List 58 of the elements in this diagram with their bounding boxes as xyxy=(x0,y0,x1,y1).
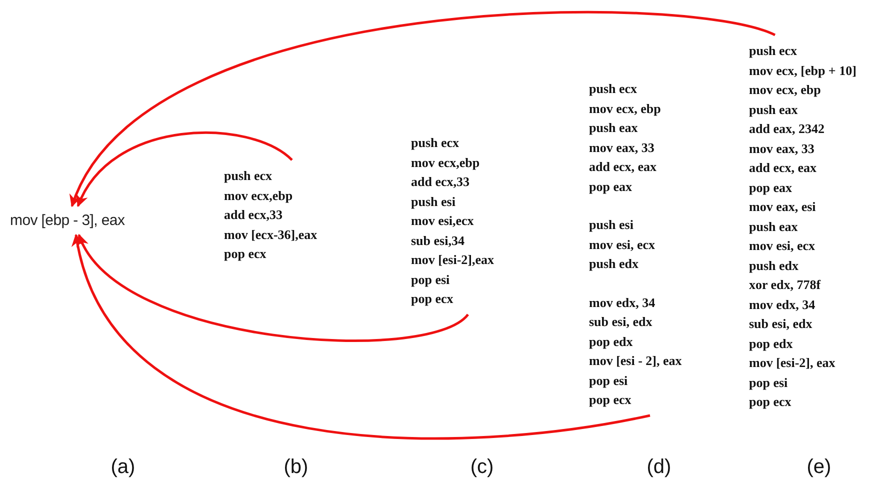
code-line: add ecx,33 xyxy=(224,206,284,224)
code-line: add ecx, eax xyxy=(749,159,818,177)
code-line: push eax xyxy=(749,218,799,236)
code-line: push ecx xyxy=(589,80,638,98)
code-line: sub esi, edx xyxy=(749,315,814,333)
code-line: add ecx,33 xyxy=(411,173,470,191)
code-line: pop edx xyxy=(749,334,794,353)
code-line: sub esi, edx xyxy=(589,313,654,331)
instruction-text: mov [ebp - 3], eax xyxy=(10,212,125,229)
code-line: mov [esi - 2], eax xyxy=(589,352,682,370)
code-line: pop esi xyxy=(411,270,451,289)
code-line: pop ecx xyxy=(589,391,632,409)
code-line: mov [esi-2], eax xyxy=(749,354,836,372)
curved-arrow xyxy=(73,234,650,440)
code-line: mov [ecx-36],eax xyxy=(224,226,318,244)
panel-label: (b) xyxy=(284,456,308,479)
code-line: mov eax, 33 xyxy=(589,138,656,156)
code-line: mov eax, 33 xyxy=(749,140,816,158)
curved-arrow xyxy=(70,11,776,208)
code-line: mov edx, 34 xyxy=(749,296,816,314)
code-line: pop eax xyxy=(589,178,633,196)
code-line: pop ecx xyxy=(224,245,268,263)
code-line: push edx xyxy=(589,255,640,273)
code-line: push eax xyxy=(749,100,799,119)
code-line: mov esi, ecx xyxy=(749,237,816,255)
code-line: push ecx xyxy=(224,167,274,185)
code-line: mov ecx, ebp xyxy=(749,81,822,99)
panel-label: (e) xyxy=(806,456,832,479)
code-line: mov eax, esi xyxy=(749,198,817,216)
code-line: push eax xyxy=(589,119,639,137)
code-line: xor edx, 778f xyxy=(749,276,822,294)
code-line: mov ecx, [ebp + 10] xyxy=(749,62,856,80)
code-line: mov ecx, ebp xyxy=(589,100,662,118)
code-line: sub esi,34 xyxy=(411,232,466,250)
code-line: mov esi, ecx xyxy=(589,236,656,254)
code-line: push ecx xyxy=(411,134,460,152)
curved-arrow xyxy=(78,234,469,342)
code-line: pop eax xyxy=(749,178,793,197)
code-line: add ecx, eax xyxy=(589,158,658,176)
panel-label: (c) xyxy=(470,456,494,479)
code-line: pop edx xyxy=(589,332,634,351)
code-line: push edx xyxy=(749,256,800,275)
code-line: push ecx xyxy=(749,42,798,60)
code-line: pop ecx xyxy=(749,393,792,411)
panel-label: (d) xyxy=(646,456,672,479)
code-line: mov [esi-2],eax xyxy=(411,251,494,269)
code-line: add eax, 2342 xyxy=(749,120,826,138)
code-line: pop ecx xyxy=(411,290,454,308)
code-line: pop esi xyxy=(749,374,789,392)
code-line: mov edx, 34 xyxy=(589,294,656,312)
code-line: push esi xyxy=(589,216,634,234)
curved-arrow xyxy=(76,131,293,208)
panel-label: (a) xyxy=(110,456,136,479)
code-line: mov ecx,ebp xyxy=(411,154,481,172)
code-line: push esi xyxy=(411,192,456,211)
code-line: mov ecx,ebp xyxy=(224,186,294,205)
code-line: pop esi xyxy=(589,372,629,390)
code-line: mov esi,ecx xyxy=(411,212,475,230)
